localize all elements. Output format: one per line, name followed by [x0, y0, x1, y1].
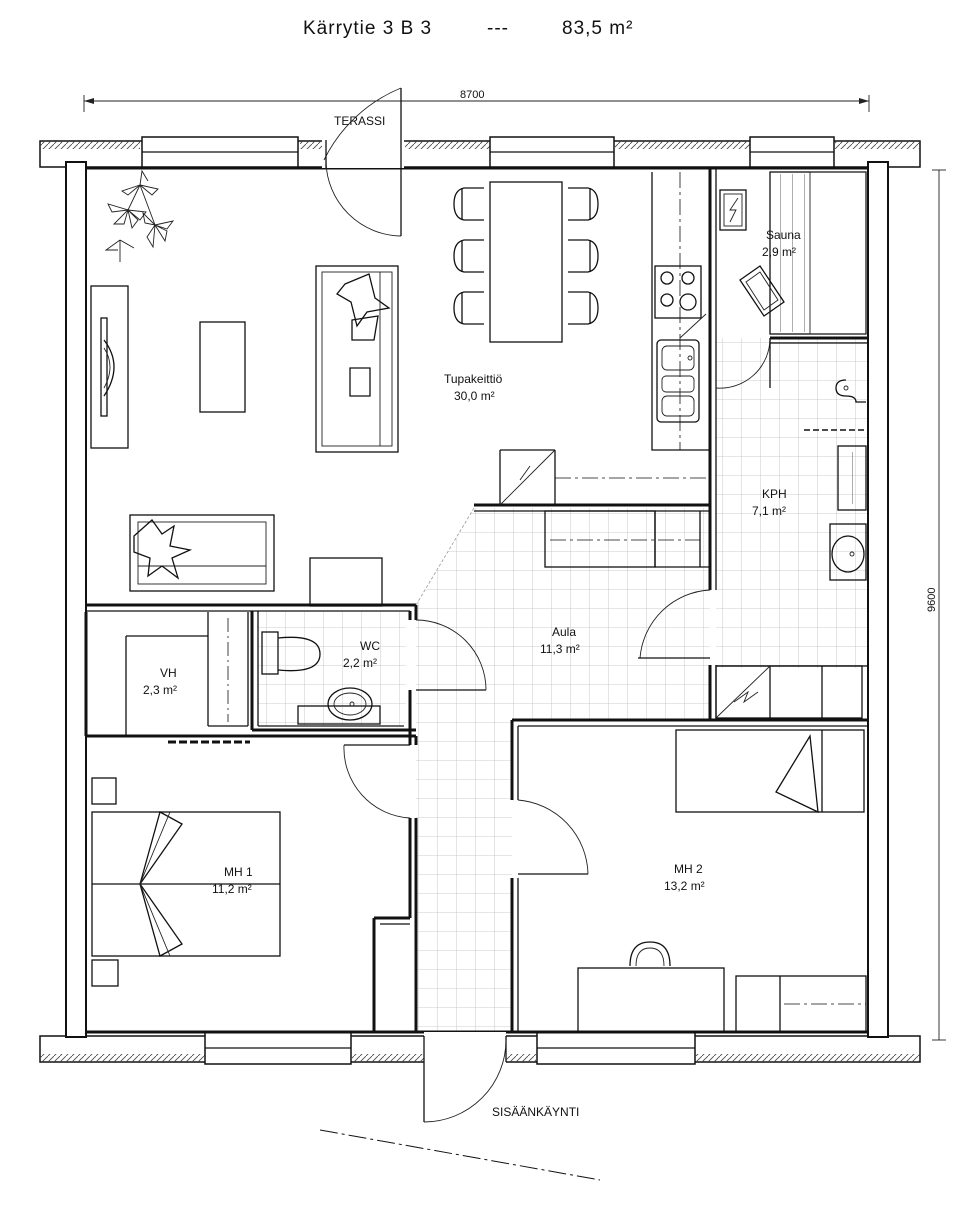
dining-chairs-right [568, 187, 599, 325]
hall-closet [715, 665, 863, 719]
wc-sink-icon [297, 687, 381, 725]
room-area: 11,3 m² [540, 642, 580, 656]
coffee-table [199, 321, 246, 413]
sauna-stove-icon [719, 189, 747, 231]
bathroom-sink-icon [829, 523, 867, 581]
room-label-mh1: MH 1 11,2 m² [212, 865, 253, 896]
bedroom-1-furniture [91, 744, 411, 987]
entrance-door: SISÄÄNKÄYNTI [319, 1032, 601, 1181]
sauna-fixtures [715, 171, 867, 389]
room-label-sauna: Sauna 2,9 m² [762, 228, 801, 259]
washing-machine [837, 445, 867, 511]
window-top-1 [141, 136, 299, 168]
dining-table [489, 181, 563, 343]
single-bed [675, 729, 865, 814]
room-name: Sauna [766, 228, 801, 242]
double-bed [91, 811, 281, 957]
window-bottom-2 [536, 1031, 696, 1065]
kitchen-sink-icon [656, 339, 700, 423]
dimension-width-label: 8700 [460, 89, 484, 101]
room-area: 30,0 m² [454, 389, 495, 403]
title-separator: --- [487, 18, 509, 39]
dimension-depth-label: 9600 [926, 588, 938, 612]
terrace-door: TERASSI [322, 87, 404, 237]
room-label-kph: KPH 7,1 m² [752, 487, 787, 518]
dining-set [453, 181, 599, 343]
wc-fixtures [261, 619, 487, 725]
room-label-mh2: MH 2 13,2 m² [664, 862, 705, 893]
tiled-floor-areas [258, 338, 868, 1032]
window-bottom-1 [204, 1031, 352, 1065]
kitchen [555, 172, 710, 479]
nightstand-1 [91, 777, 117, 805]
room-name: Tupakeittiö [444, 372, 503, 386]
dining-chairs-left [453, 187, 484, 325]
room-name: Aula [552, 625, 576, 639]
room-area: 13,2 m² [664, 879, 705, 893]
stove-icon [654, 265, 702, 319]
tv-sideboard [90, 285, 129, 449]
sofa [315, 265, 399, 453]
title-area: 83,5 m² [562, 18, 633, 39]
toilet-icon [261, 631, 321, 675]
room-area: 7,1 m² [752, 504, 786, 518]
dimension-width: 8700 [83, 89, 870, 112]
room-labels: Tupakeittiö 30,0 m² Sauna 2,9 m² KPH 7,1… [143, 228, 801, 896]
room-label-tupakeittio: Tupakeittiö 30,0 m² [444, 372, 503, 403]
room-name: WC [360, 639, 380, 653]
plan-title: Kärrytie 3 B 3 --- 83,5 m² [303, 18, 633, 39]
title-address: Kärrytie 3 B 3 [303, 18, 432, 39]
room-name: KPH [762, 487, 787, 501]
window-top-3 [749, 136, 835, 168]
bathroom-fixtures [638, 379, 867, 659]
room-name: VH [160, 666, 177, 680]
room-label-wc: WC 2,2 m² [343, 639, 380, 670]
entrance-label: SISÄÄNKÄYNTI [492, 1105, 579, 1119]
lounge-sofa [129, 514, 275, 592]
room-area: 11,2 m² [212, 882, 252, 896]
sauna-bucket-icon [739, 265, 785, 317]
room-area: 2,3 m² [143, 683, 177, 697]
room-area: 2,2 m² [343, 656, 377, 670]
bedroom-2-furniture [517, 729, 867, 1033]
plant-icon [104, 169, 175, 262]
room-name: MH 1 [224, 865, 253, 879]
room-name: MH 2 [674, 862, 703, 876]
wardrobe [735, 975, 867, 1033]
small-desk [309, 557, 383, 607]
living-room-furniture [90, 169, 399, 607]
outer-walls [39, 136, 921, 1065]
work-desk [577, 941, 725, 1033]
dimension-depth: 9600 [926, 169, 946, 1041]
room-label-aula: Aula 11,3 m² [540, 625, 580, 656]
nightstand-2 [91, 959, 119, 987]
shower-icon [835, 379, 866, 403]
room-label-vh: VH 2,3 m² [143, 666, 177, 697]
window-top-2 [489, 136, 615, 168]
room-area: 2,9 m² [762, 245, 796, 259]
aula-cabinets [544, 510, 710, 568]
terrace-label: TERASSI [334, 114, 385, 128]
